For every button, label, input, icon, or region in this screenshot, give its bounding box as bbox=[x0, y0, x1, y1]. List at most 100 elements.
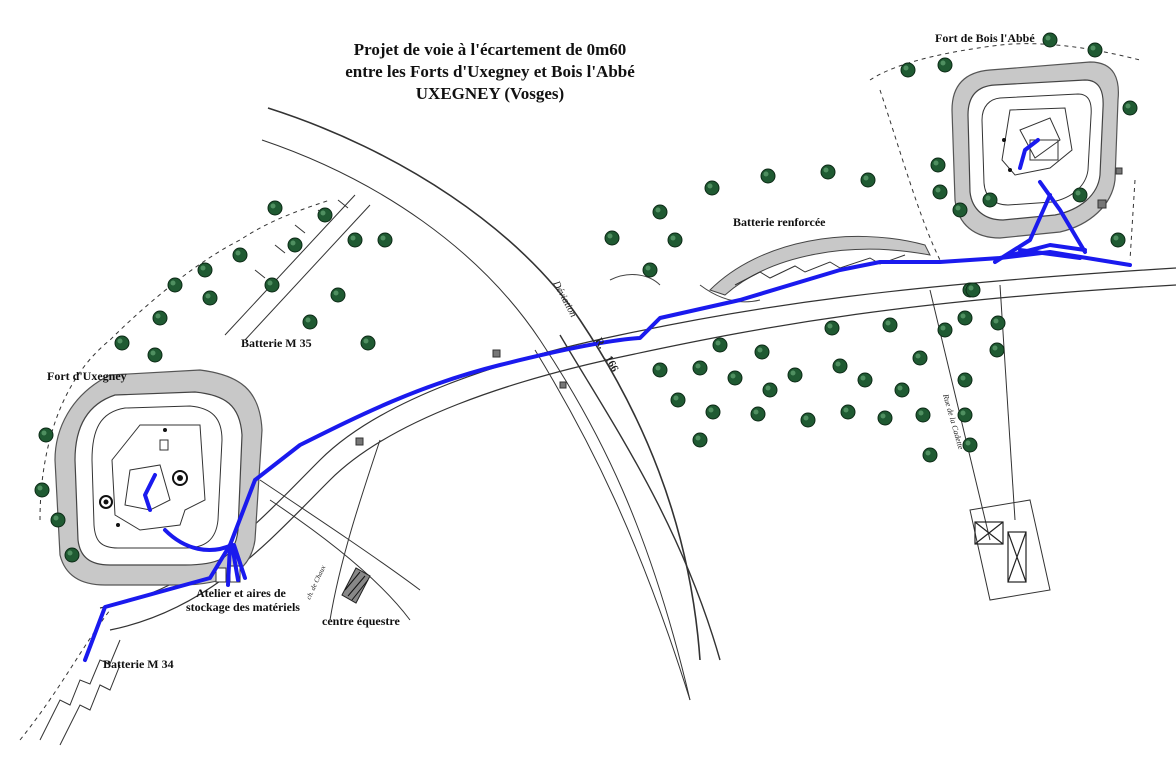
tree bbox=[167, 277, 183, 293]
tree-highlight bbox=[670, 235, 676, 241]
tree bbox=[957, 372, 973, 388]
tree-highlight bbox=[757, 347, 763, 353]
tree-highlight bbox=[655, 207, 661, 213]
tree-highlight bbox=[993, 318, 999, 324]
tree bbox=[932, 184, 948, 200]
title-line1: Projet de voie à l'écartement de 0m60 bbox=[354, 40, 627, 59]
tree bbox=[820, 164, 836, 180]
railway-main-line bbox=[83, 250, 1132, 662]
tree-highlight bbox=[897, 385, 903, 391]
tree bbox=[152, 310, 168, 326]
tree bbox=[982, 192, 998, 208]
tree bbox=[197, 262, 213, 278]
tree-highlight bbox=[940, 325, 946, 331]
trees bbox=[34, 32, 1138, 563]
tree bbox=[267, 200, 283, 216]
tree-highlight bbox=[933, 160, 939, 166]
tree bbox=[604, 230, 620, 246]
tree-highlight bbox=[823, 167, 829, 173]
tree bbox=[705, 404, 721, 420]
tree-highlight bbox=[380, 235, 386, 241]
tree-highlight bbox=[763, 171, 769, 177]
tree-highlight bbox=[320, 210, 326, 216]
tree-highlight bbox=[645, 265, 651, 271]
tree-highlight bbox=[960, 313, 966, 319]
tree bbox=[882, 317, 898, 333]
tree-highlight bbox=[363, 338, 369, 344]
tree bbox=[860, 172, 876, 188]
tree-highlight bbox=[965, 440, 971, 446]
road-label-deviation: Déviation bbox=[550, 278, 579, 319]
batterie-renforcee-shape bbox=[609, 236, 931, 303]
tree-highlight bbox=[880, 413, 886, 419]
tree bbox=[1042, 32, 1058, 48]
tree bbox=[114, 335, 130, 351]
tree bbox=[957, 407, 973, 423]
tree-highlight bbox=[985, 195, 991, 201]
tree-highlight bbox=[955, 205, 961, 211]
tree bbox=[64, 547, 80, 563]
railway-bois-abbe-spur bbox=[1018, 138, 1087, 254]
tree-highlight bbox=[695, 435, 701, 441]
railway-uxegney-spur bbox=[143, 473, 234, 552]
tree bbox=[692, 432, 708, 448]
label-fort-bois-abbe: Fort de Bois l'Abbé bbox=[935, 31, 1035, 45]
tree-highlight bbox=[915, 353, 921, 359]
tree-highlight bbox=[827, 323, 833, 329]
tree-highlight bbox=[53, 515, 59, 521]
tree-highlight bbox=[968, 285, 974, 291]
tree bbox=[692, 360, 708, 376]
tree-highlight bbox=[607, 233, 613, 239]
tree bbox=[652, 362, 668, 378]
tree bbox=[377, 232, 393, 248]
tree-highlight bbox=[270, 203, 276, 209]
label-batterie-renforcee: Batterie renforcée bbox=[733, 215, 826, 229]
tree bbox=[50, 512, 66, 528]
tree-highlight bbox=[903, 65, 909, 71]
tree-highlight bbox=[1075, 190, 1081, 196]
tree-highlight bbox=[885, 320, 891, 326]
tree-highlight bbox=[150, 350, 156, 356]
tree bbox=[930, 157, 946, 173]
label-batterie-m34: Batterie M 34 bbox=[103, 657, 174, 671]
tree-highlight bbox=[940, 60, 946, 66]
tree-highlight bbox=[708, 407, 714, 413]
tree bbox=[800, 412, 816, 428]
centre-equestre-building bbox=[341, 567, 371, 604]
tree-highlight bbox=[918, 410, 924, 416]
tree bbox=[952, 202, 968, 218]
tree bbox=[840, 404, 856, 420]
tree bbox=[915, 407, 931, 423]
tree-highlight bbox=[695, 363, 701, 369]
tree-highlight bbox=[935, 187, 941, 193]
tree-highlight bbox=[1090, 45, 1096, 51]
railway bbox=[83, 138, 1132, 662]
tree bbox=[667, 232, 683, 248]
tree bbox=[990, 315, 1006, 331]
label-centre-equestre: centre équestre bbox=[322, 614, 401, 628]
tree-highlight bbox=[992, 345, 998, 351]
tree-highlight bbox=[803, 415, 809, 421]
tree-highlight bbox=[333, 290, 339, 296]
tree-highlight bbox=[753, 409, 759, 415]
tree bbox=[1072, 187, 1088, 203]
tree bbox=[912, 350, 928, 366]
tree-highlight bbox=[863, 175, 869, 181]
tree bbox=[670, 392, 686, 408]
tree bbox=[937, 322, 953, 338]
tree bbox=[965, 282, 981, 298]
tree-highlight bbox=[790, 370, 796, 376]
tree bbox=[34, 482, 50, 498]
tree bbox=[957, 310, 973, 326]
tree bbox=[877, 410, 893, 426]
south-buildings bbox=[974, 521, 1027, 583]
road-label-chemin: ch. de Chaux bbox=[305, 563, 328, 600]
tree bbox=[38, 427, 54, 443]
tree-highlight bbox=[673, 395, 679, 401]
tree-highlight bbox=[155, 313, 161, 319]
tree-highlight bbox=[235, 250, 241, 256]
tree bbox=[762, 382, 778, 398]
tree-highlight bbox=[835, 361, 841, 367]
